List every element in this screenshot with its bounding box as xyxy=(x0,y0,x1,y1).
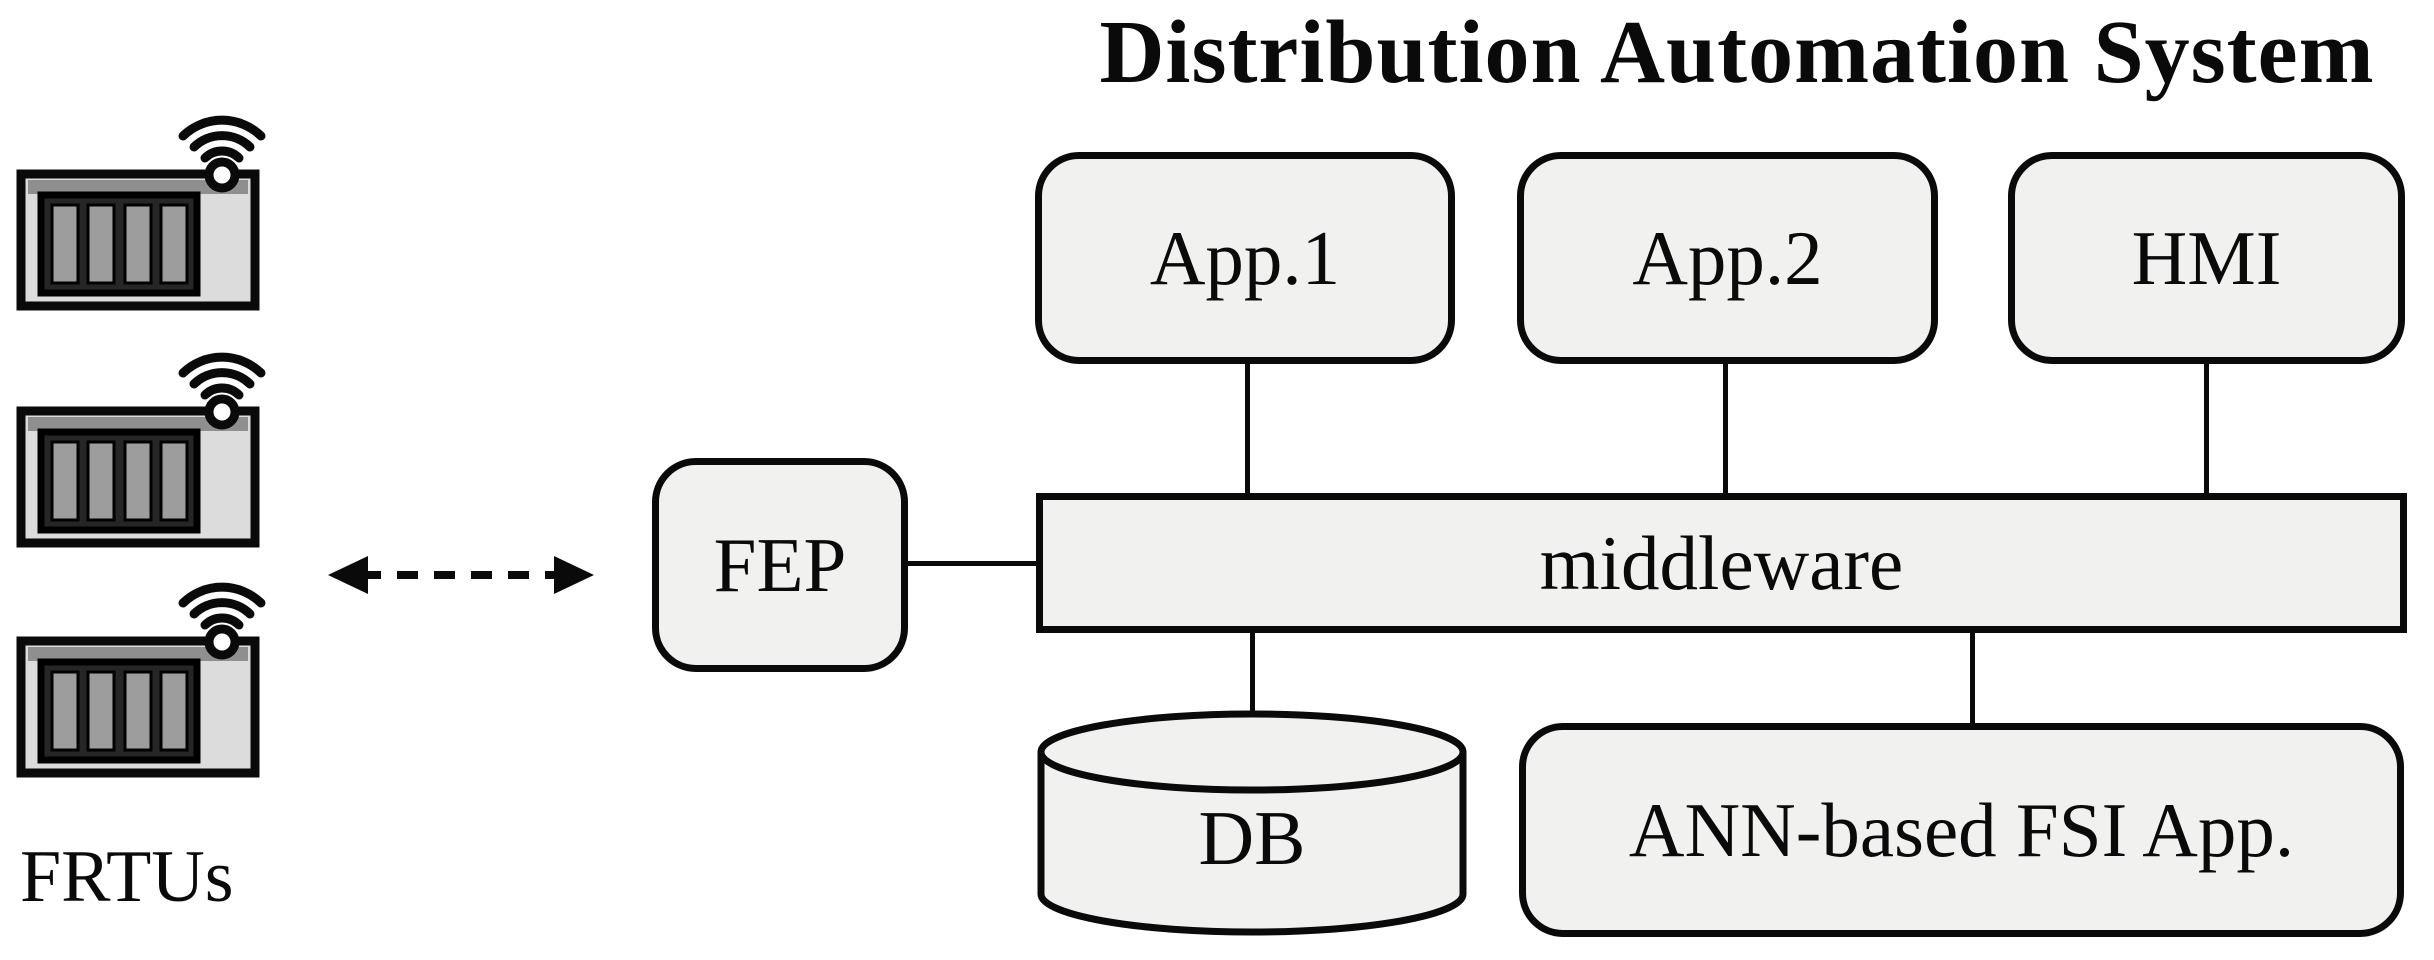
wireless-signal-icon xyxy=(178,582,266,630)
edge-hmi-middleware xyxy=(2204,360,2209,500)
edge-middleware-ann xyxy=(1970,628,1975,728)
edge-app1-middleware xyxy=(1245,360,1250,500)
frtu-panel-bars xyxy=(50,440,189,522)
node-app1: App.1 xyxy=(1035,152,1455,364)
frtu-panel-bars xyxy=(50,203,189,285)
frtu-wireless-device-icon xyxy=(16,115,266,311)
node-middleware-label: middleware xyxy=(1539,519,1904,606)
dashed-double-arrow-icon xyxy=(328,556,594,594)
node-app2-label: App.2 xyxy=(1632,214,1823,301)
node-db-label: DB xyxy=(1198,795,1306,881)
node-fep: FEP xyxy=(652,458,908,672)
node-fep-label: FEP xyxy=(713,521,847,608)
node-ann-fsi-app: ANN-based FSI App. xyxy=(1519,723,2404,937)
node-middleware: middleware xyxy=(1036,493,2407,633)
frtus-label: FRTUs xyxy=(20,836,234,918)
wireless-signal-icon xyxy=(178,115,266,163)
frtu-wireless-device-icon xyxy=(16,352,266,548)
edge-app2-middleware xyxy=(1723,360,1728,500)
wireless-signal-icon xyxy=(178,352,266,400)
frtu-wireless-device-icon xyxy=(16,582,266,778)
node-hmi: HMI xyxy=(2008,152,2405,364)
edge-fep-middleware xyxy=(905,561,1039,566)
node-app1-label: App.1 xyxy=(1149,214,1341,301)
node-hmi-label: HMI xyxy=(2131,214,2282,301)
node-app2: App.2 xyxy=(1517,152,1938,364)
node-ann-fsi-label: ANN-based FSI App. xyxy=(1628,786,2295,873)
database-cylinder-icon xyxy=(1037,710,1467,936)
diagram-title: Distribution Automation System xyxy=(1099,3,2375,102)
edge-middleware-db xyxy=(1250,628,1255,720)
frtu-panel-bars xyxy=(50,670,189,752)
